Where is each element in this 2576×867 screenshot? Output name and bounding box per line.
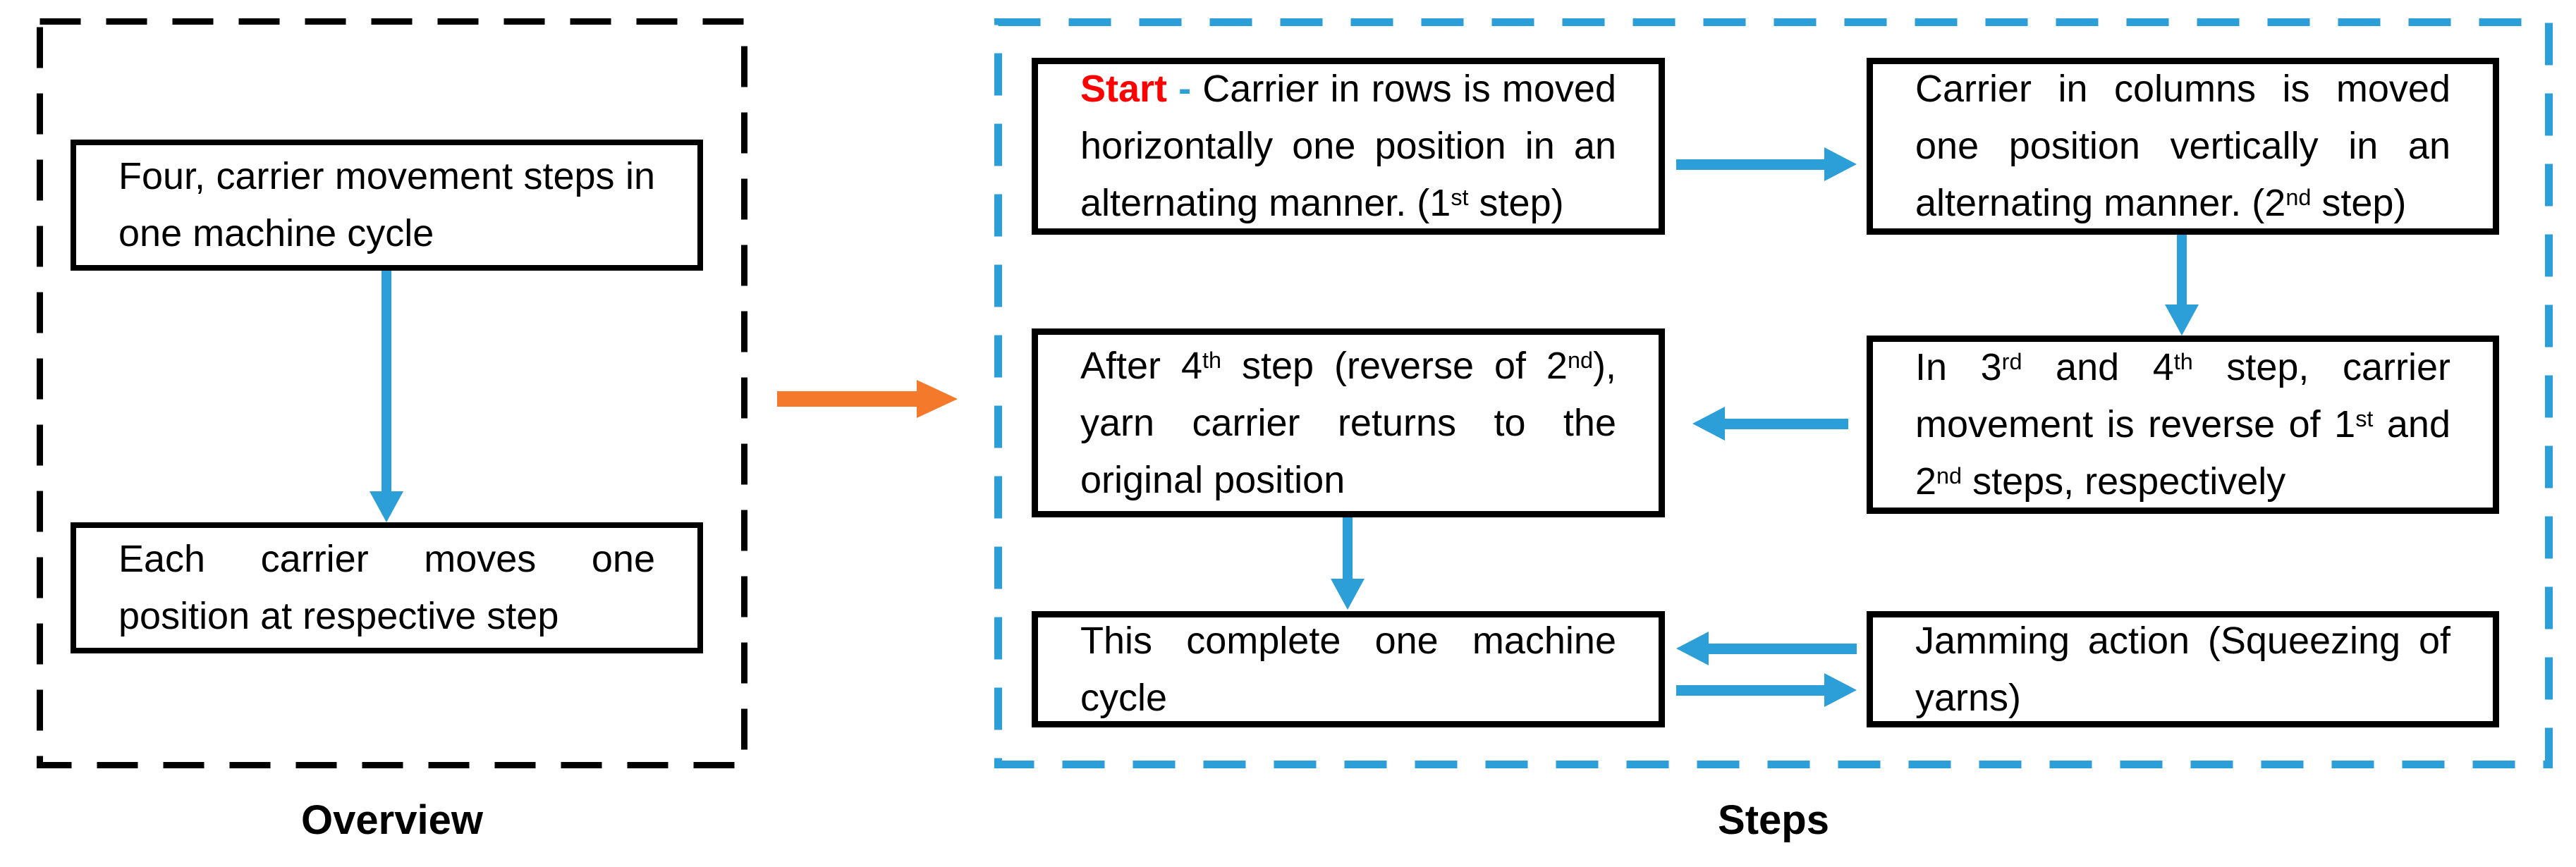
- arrow-step34-to-step4-return-shaft: [1725, 418, 1848, 429]
- overview-label: Overview: [301, 797, 483, 843]
- steps-dashed-border: [994, 18, 2553, 768]
- arrow-jamming-to-cycle-head: [1676, 632, 1709, 665]
- arrow-step2-to-step34: [2165, 235, 2199, 336]
- steps-box-step4-return-text: After 4th step (reverse of 2nd), yarn ca…: [1080, 344, 1616, 501]
- start-separator: -: [1178, 68, 1192, 110]
- arrow-cycle-to-jamming-shaft: [1676, 684, 1824, 696]
- overview-to-steps-arrow-head: [917, 380, 958, 418]
- steps-label: Steps: [1718, 797, 1829, 843]
- steps-box-jamming-text: Jamming action (Squeezing of yarns): [1915, 619, 2450, 719]
- overview-down-arrow-shaft: [381, 271, 391, 491]
- steps-box-step2-text: Carrier in columns is moved one position…: [1915, 68, 2450, 224]
- overview-down-arrow-head: [370, 491, 403, 522]
- arrow-jamming-to-cycle: [1676, 632, 1857, 665]
- overview-down-arrow: [370, 271, 403, 522]
- overview-box-each-carrier: Each carrier moves one position at respe…: [71, 522, 703, 653]
- arrow-step4-return-to-cycle-shaft: [1343, 517, 1353, 579]
- arrow-step1-to-step2-head: [1824, 147, 1857, 181]
- steps-box-cycle: This complete one machine cycle: [1032, 611, 1665, 727]
- arrow-step1-to-step2: [1676, 147, 1857, 181]
- overview-dashed-border: [37, 18, 747, 768]
- steps-box-step1-text: Start - Carrier in rows is moved horizon…: [1080, 68, 1616, 224]
- arrow-step2-to-step34-head: [2165, 305, 2199, 336]
- steps-box-jamming: Jamming action (Squeezing of yarns): [1867, 611, 2499, 727]
- start-label: Start: [1080, 68, 1168, 110]
- overview-box-four-steps: Four, carrier movement steps in one mach…: [71, 140, 703, 271]
- arrow-step4-return-to-cycle-head: [1331, 579, 1365, 610]
- arrow-jamming-to-cycle-shaft: [1709, 643, 1857, 654]
- arrow-cycle-to-jamming-head: [1824, 673, 1857, 707]
- steps-box-step2: Carrier in columns is moved one position…: [1867, 58, 2499, 235]
- arrow-step34-to-step4-return-head: [1692, 407, 1725, 441]
- overview-box-four-steps-text: Four, carrier movement steps in one mach…: [118, 155, 655, 254]
- arrow-step1-to-step2-shaft: [1676, 159, 1824, 170]
- overview-to-steps-arrow-shaft: [777, 391, 917, 407]
- arrow-step34-to-step4-return: [1692, 407, 1848, 441]
- steps-box-cycle-text: This complete one machine cycle: [1080, 619, 1616, 719]
- steps-box-step1: Start - Carrier in rows is moved horizon…: [1032, 58, 1665, 235]
- steps-box-step34: In 3rd and 4th step, carrier movement is…: [1867, 336, 2499, 514]
- steps-box-step34-text: In 3rd and 4th step, carrier movement is…: [1915, 346, 2450, 503]
- overview-box-each-carrier-text: Each carrier moves one position at respe…: [118, 538, 655, 637]
- arrow-step2-to-step34-shaft: [2177, 235, 2187, 305]
- arrow-cycle-to-jamming: [1676, 673, 1857, 707]
- steps-box-step4-return: After 4th step (reverse of 2nd), yarn ca…: [1032, 328, 1665, 517]
- overview-to-steps-arrow: [777, 380, 958, 418]
- arrow-step4-return-to-cycle: [1331, 517, 1365, 610]
